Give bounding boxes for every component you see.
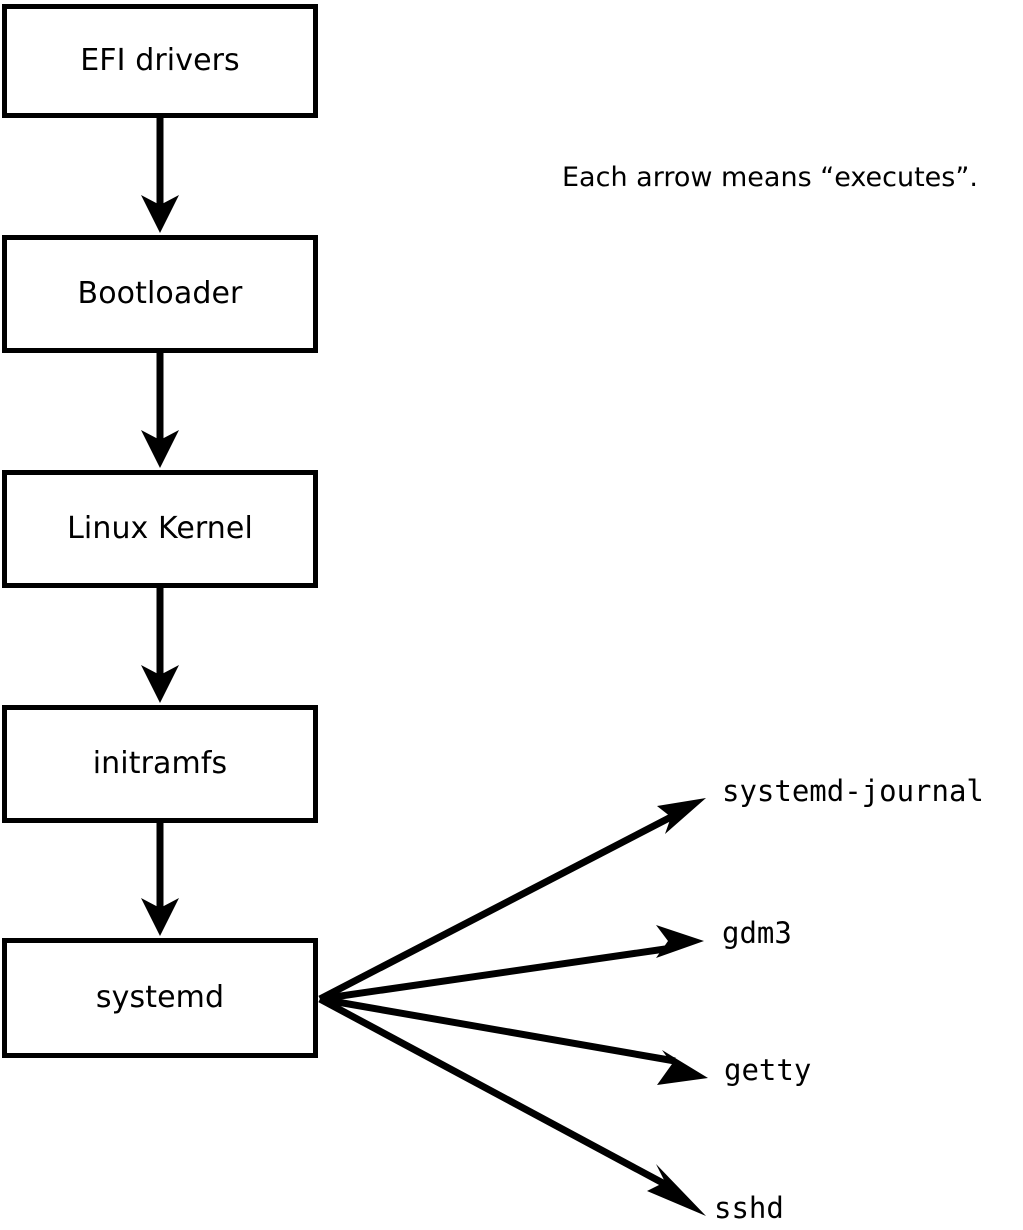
fanout-arrow-sshd (318, 995, 706, 1216)
node-label-systemd: systemd (95, 980, 225, 1015)
diagram-caption: Each arrow means “executes”. (562, 162, 978, 193)
process-label-gdm3: gdm3 (722, 916, 792, 950)
process-label-sshd: sshd (714, 1191, 784, 1225)
chain-arrow-initramfs-to-systemd (141, 823, 179, 936)
fanout-arrow-gdm3 (319, 925, 704, 1003)
chain-arrow-bootloader-to-kernel (141, 353, 179, 468)
node-initramfs[interactable]: initramfs (2, 705, 318, 823)
node-efi-drivers[interactable]: EFI drivers (2, 4, 318, 118)
node-label-efi-drivers: EFI drivers (80, 43, 240, 78)
node-systemd[interactable]: systemd (2, 938, 318, 1058)
node-linux-kernel[interactable]: Linux Kernel (2, 470, 318, 588)
node-label-bootloader: Bootloader (77, 276, 243, 311)
node-bootloader[interactable]: Bootloader (2, 235, 318, 353)
chain-arrow-kernel-to-initramfs (141, 588, 179, 703)
fanout-arrow-getty (319, 995, 708, 1085)
node-label-initramfs: initramfs (92, 746, 228, 781)
node-label-linux-kernel: Linux Kernel (67, 511, 253, 546)
chain-arrow-efi-to-bootloader (141, 118, 179, 233)
process-label-getty: getty (724, 1053, 812, 1087)
fanout-arrow-systemd-journal (318, 798, 706, 1003)
process-label-systemd-journal: systemd-journal (722, 774, 984, 808)
